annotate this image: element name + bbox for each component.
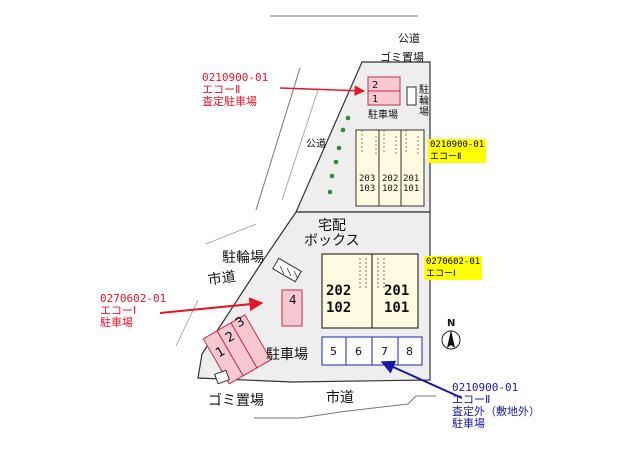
delivery-box-label-line2: ボックス bbox=[304, 233, 360, 249]
callout-note: 駐車場 bbox=[452, 417, 485, 430]
parking-space-angled bbox=[230, 314, 272, 369]
parking-number: 7 bbox=[381, 345, 388, 358]
callout-name: エコーⅠ bbox=[424, 268, 483, 280]
parking-label-bottom: 駐車場 bbox=[266, 346, 308, 363]
parking-space-offsite bbox=[345, 336, 373, 366]
parking-number: 6 bbox=[355, 345, 362, 358]
unit-number: 201 bbox=[384, 283, 409, 299]
parking-angled-group: 1 2 3 bbox=[202, 314, 272, 385]
callout-note: 査定駐車場 bbox=[202, 95, 257, 108]
callout-note: 査定外（敷地外） bbox=[452, 405, 540, 418]
callout-south-building: 0270602-01 エコーⅠ bbox=[424, 256, 483, 280]
road-label-public-left: 公道 bbox=[306, 137, 326, 150]
callout-note: 駐車場 bbox=[100, 316, 133, 329]
parking-number: 8 bbox=[406, 345, 413, 358]
unit-number: 101 bbox=[384, 300, 409, 316]
arrow-red-south bbox=[159, 297, 264, 314]
unit-number: 202 bbox=[326, 283, 351, 299]
delivery-box-label-line1: 宅配 bbox=[318, 218, 346, 234]
bicycle-label-top-1: 駐 bbox=[419, 83, 429, 96]
callout-code: 0270602-01 bbox=[424, 256, 483, 268]
parking-space-offsite bbox=[397, 336, 423, 366]
unit-number: 202 bbox=[382, 174, 398, 184]
parking-space-4 bbox=[281, 289, 303, 327]
callout-north-assessed: 0210900-01 エコーⅡ 査定駐車場 bbox=[202, 72, 268, 108]
callout-name: エコーⅠ bbox=[100, 304, 137, 317]
garbage-label-top: ゴミ置場 bbox=[380, 50, 424, 64]
parking-label-top: 駐車場 bbox=[368, 108, 398, 121]
callout-south-parking: 0270602-01 エコーⅠ 駐車場 bbox=[100, 293, 166, 329]
north-compass-icon: N bbox=[441, 318, 461, 350]
stair-marks bbox=[361, 130, 419, 154]
callout-offsite-parking: 0210900-01 エコーⅡ 査定外（敷地外） 駐車場 bbox=[452, 382, 540, 430]
bicycle-rack-icon bbox=[406, 86, 417, 106]
arrow-blue-offsite bbox=[380, 360, 463, 399]
parking-number: 2 bbox=[372, 80, 378, 91]
unit-number: 103 bbox=[359, 184, 375, 194]
arrow-red-north bbox=[279, 85, 366, 96]
road-label-public-top: 公道 bbox=[398, 31, 420, 45]
road-label-city-left: 市道 bbox=[207, 268, 237, 289]
unit-number: 101 bbox=[403, 184, 419, 194]
bicycle-rack-icon bbox=[279, 265, 299, 280]
bicycle-label-top-3: 場 bbox=[419, 105, 429, 118]
callout-code: 0210900-01 bbox=[202, 71, 269, 84]
building-south bbox=[321, 253, 419, 329]
garbage-box-icon bbox=[214, 369, 230, 385]
road-edge-line bbox=[254, 395, 436, 419]
callout-code: 0210900-01 bbox=[428, 139, 487, 151]
unit-number: 201 bbox=[403, 174, 419, 184]
road-edge-line bbox=[205, 223, 257, 245]
unit-number: 102 bbox=[382, 184, 398, 194]
callout-name: エコーⅡ bbox=[452, 393, 491, 406]
callout-code: 0210900-01 bbox=[452, 381, 519, 394]
parking-space-assessed bbox=[367, 90, 401, 106]
tree-dots bbox=[327, 115, 351, 195]
road-label-city-bottom: 市道 bbox=[326, 389, 354, 406]
bicycle-rack-icon bbox=[272, 257, 302, 283]
building-north bbox=[355, 129, 425, 207]
unit-number: 102 bbox=[326, 300, 351, 316]
unit-number: 203 bbox=[359, 174, 375, 184]
garbage-label-bottom: ゴミ置場 bbox=[208, 392, 264, 409]
parking-number: 1 bbox=[372, 94, 378, 105]
road-edge-line bbox=[255, 67, 301, 211]
callout-north-building: 0210900-01 エコーⅡ bbox=[428, 139, 487, 163]
callout-name: エコーⅡ bbox=[202, 83, 241, 96]
bicycle-label-top-2: 輪 bbox=[419, 94, 429, 107]
stair-marks bbox=[359, 258, 385, 290]
road-edge-line bbox=[281, 89, 319, 201]
svg-text:N: N bbox=[447, 318, 455, 329]
parking-number: 4 bbox=[289, 293, 297, 307]
callout-name: エコーⅡ bbox=[428, 151, 487, 163]
callout-code: 0270602-01 bbox=[100, 292, 167, 305]
road-edge-line bbox=[175, 299, 199, 347]
bicycle-label-left: 駐輪場 bbox=[222, 249, 264, 266]
parking-number: 5 bbox=[330, 345, 337, 358]
